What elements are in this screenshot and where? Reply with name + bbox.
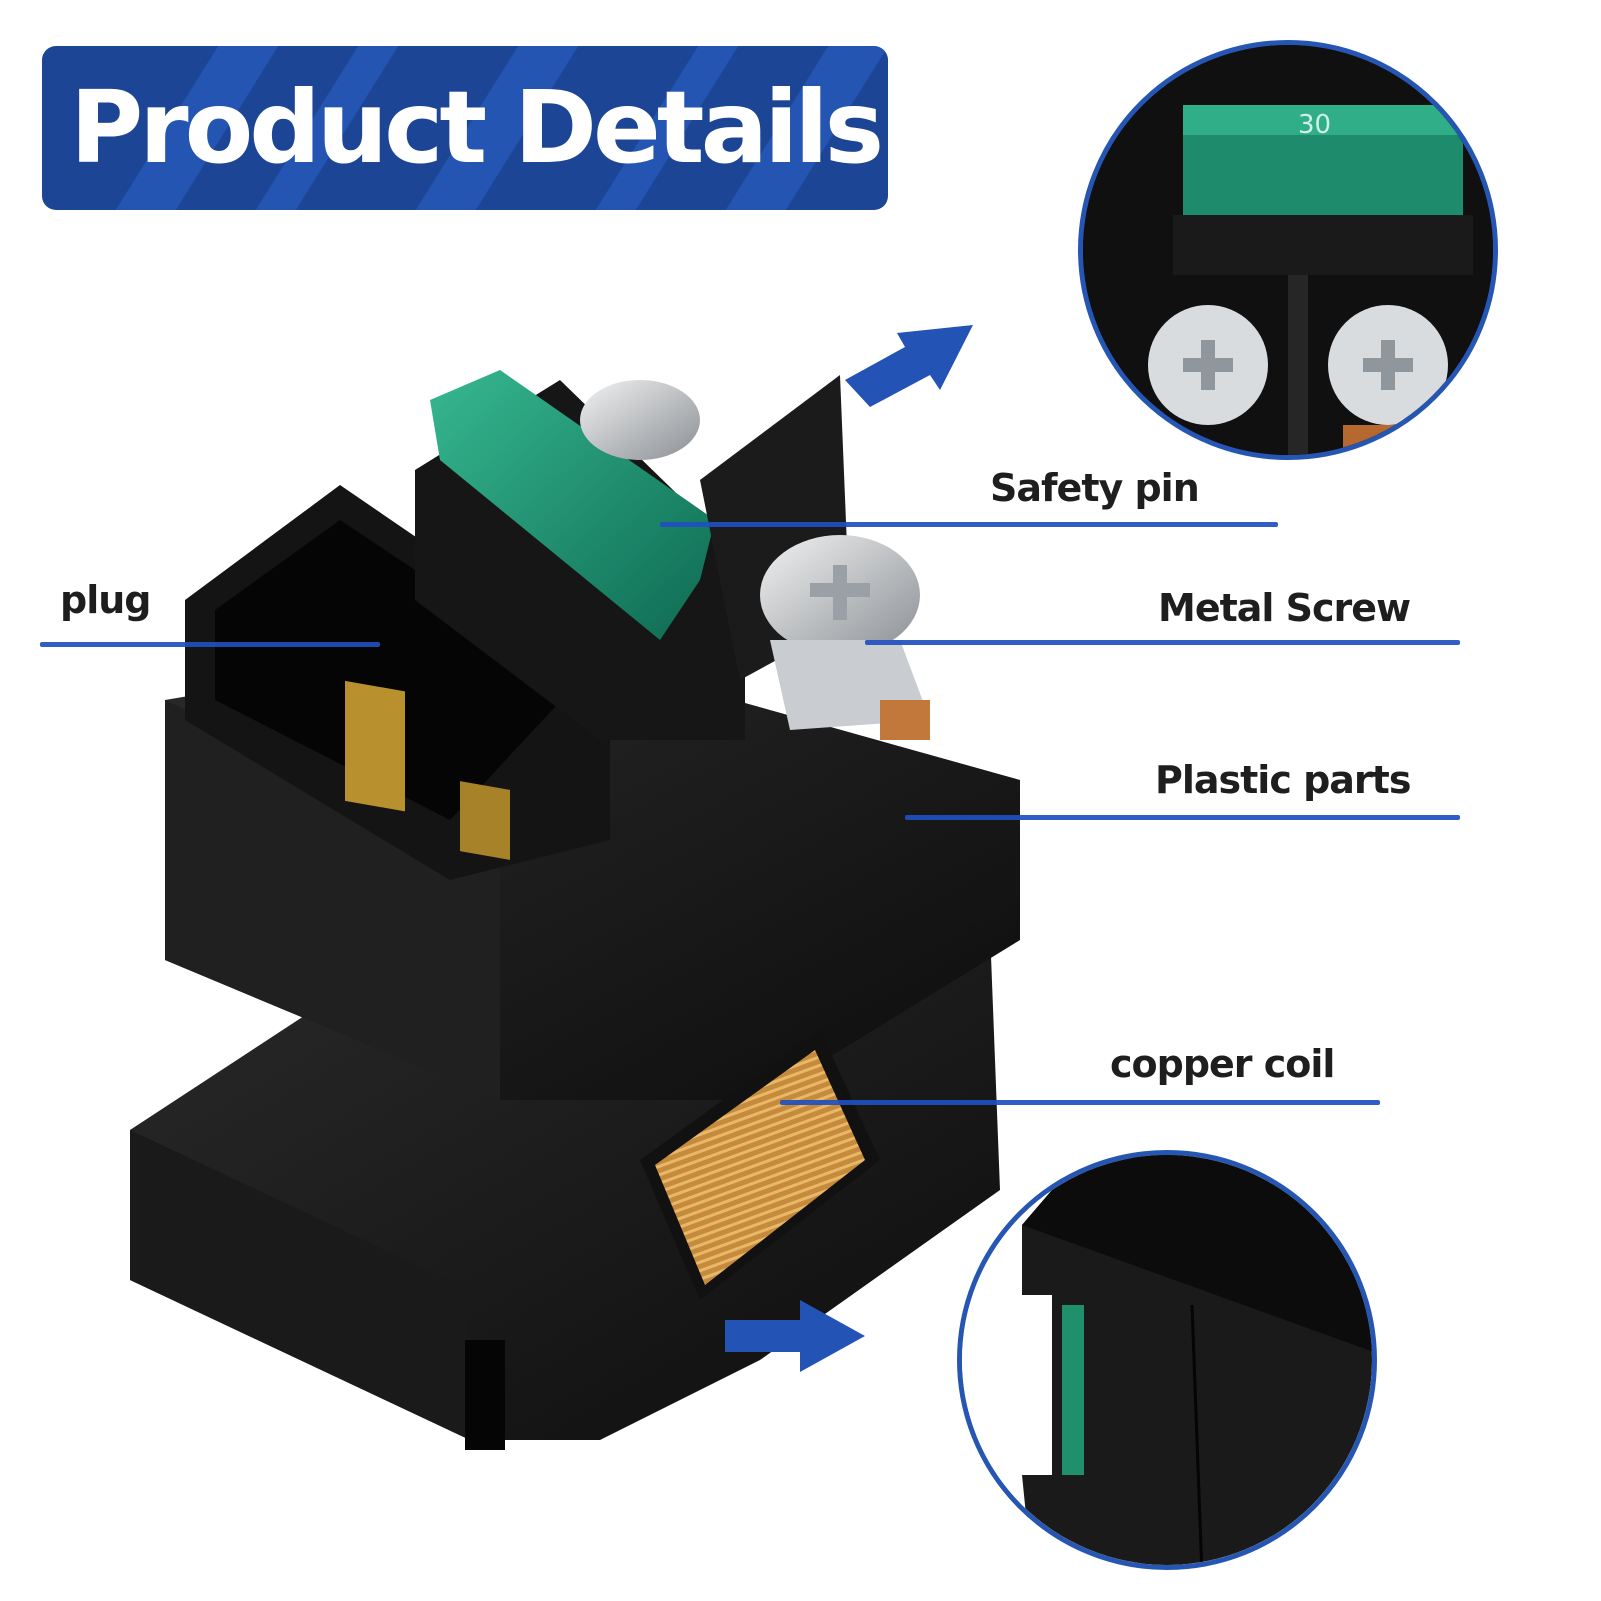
arrow-to-bottom-detail-icon	[725, 1300, 865, 1372]
callout-line-metal-screw	[865, 640, 1460, 645]
arrow-to-top-detail-icon	[845, 325, 973, 407]
callout-line-safety-pin	[660, 522, 1278, 527]
callout-metal-screw: Metal Screw	[1158, 586, 1411, 630]
product-details-banner: Product Details	[42, 46, 888, 210]
callout-line-copper-coil	[780, 1100, 1380, 1105]
top-detail-view: 30	[1078, 40, 1498, 460]
callout-line-plastic-parts	[905, 815, 1460, 820]
callout-plastic-parts: Plastic parts	[1155, 758, 1411, 802]
callout-copper-coil: copper coil	[1110, 1042, 1335, 1086]
starter-relay-image	[130, 370, 1020, 1450]
bottom-detail-view	[957, 1150, 1377, 1570]
page-title: Product Details	[70, 69, 884, 186]
fuse-rating-text: 30	[1298, 110, 1331, 140]
callout-plug: plug	[60, 578, 151, 622]
callout-line-plug	[40, 642, 380, 647]
callout-safety-pin: Safety pin	[990, 466, 1200, 510]
